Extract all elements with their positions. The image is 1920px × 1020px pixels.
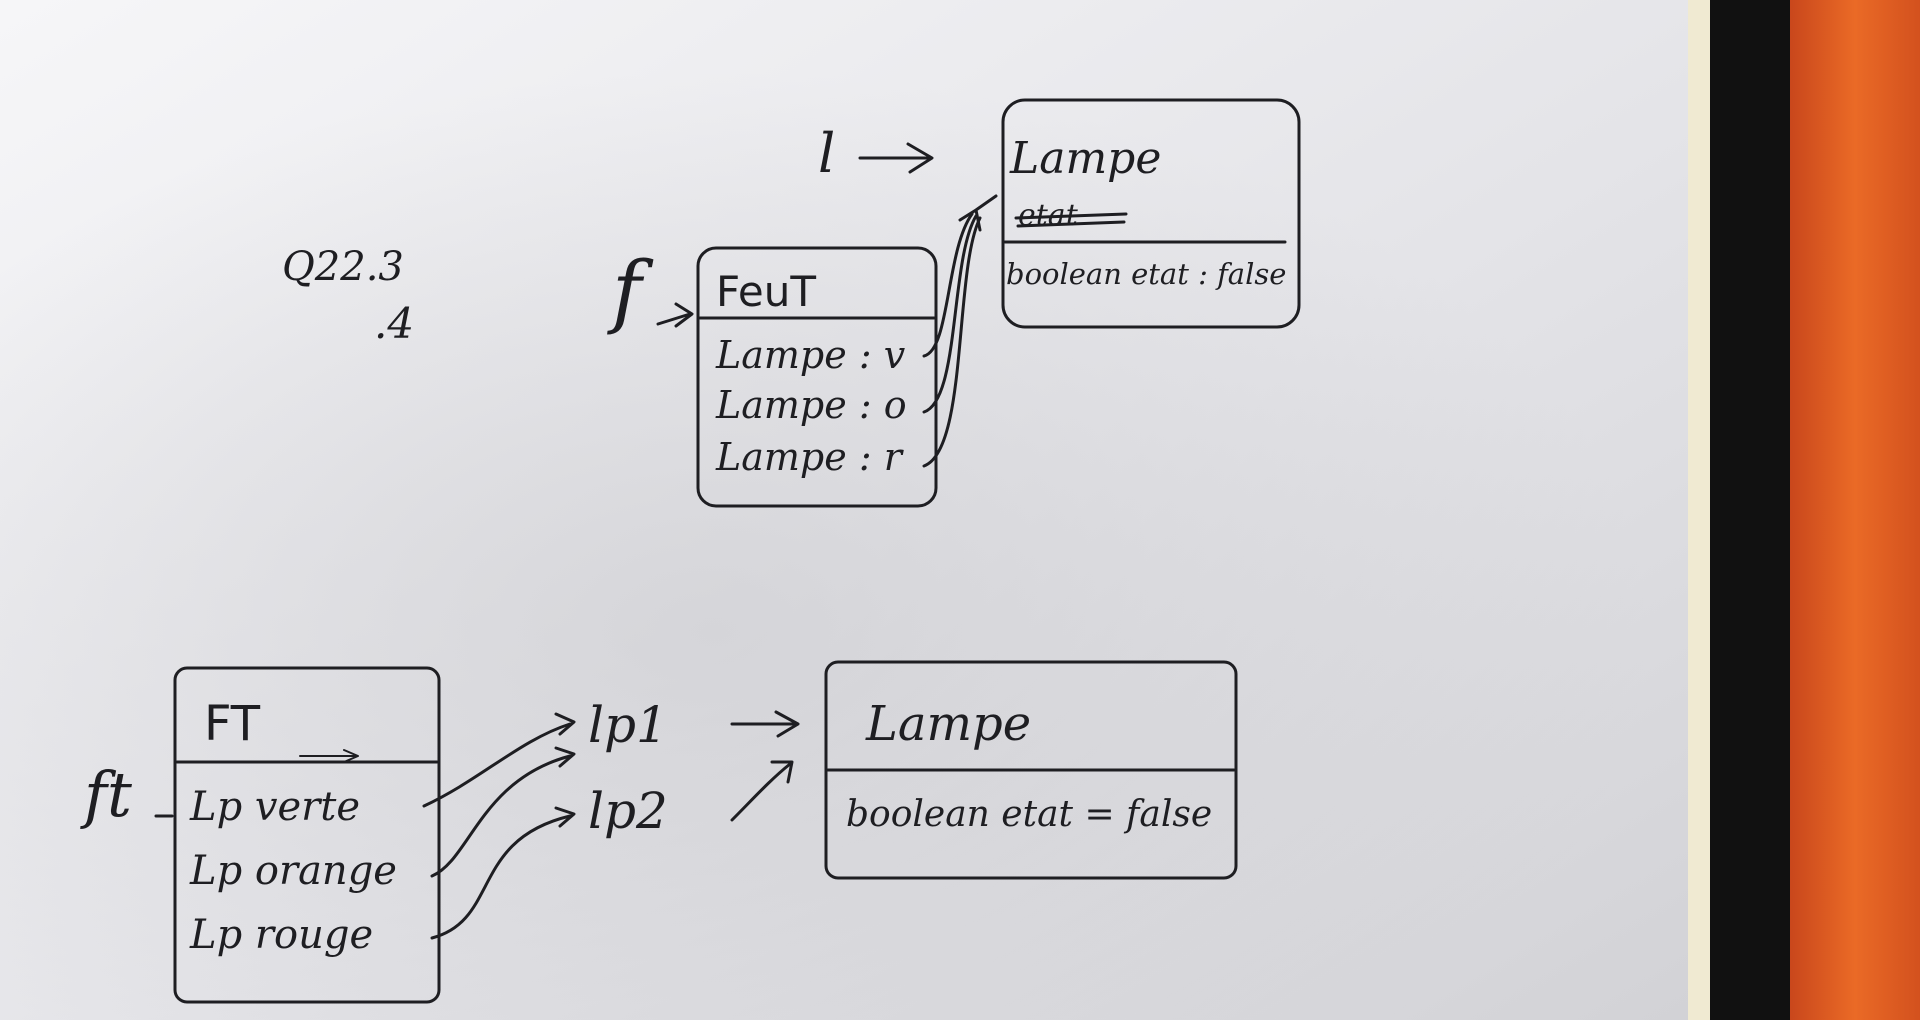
strike-through (1014, 212, 1128, 228)
link-r-to-lampe (922, 216, 982, 468)
feut-name: FeuT (716, 267, 816, 316)
link-orange-to-lp1 (430, 754, 572, 878)
orange-fabric (1790, 0, 1920, 1020)
link-v-to-lampe (922, 212, 974, 358)
bottom-lampe-name: Lampe (865, 696, 1031, 752)
paper-edge (1688, 0, 1710, 1020)
paper-shadow (0, 0, 1700, 1020)
ft-name-tick (299, 749, 359, 763)
arrow-lp1-to-lampe (730, 710, 800, 738)
ft-field-verte: Lp verte (189, 784, 360, 830)
ft-field-rouge: Lp rouge (189, 912, 373, 958)
bottom-lampe-box (824, 660, 1238, 880)
ft-field-orange: Lp orange (189, 848, 397, 894)
binder-strip (1710, 0, 1790, 1020)
link-rouge-to-lp2 (430, 814, 572, 940)
link-o-to-lampe (922, 214, 978, 414)
question-sub: .4 (374, 299, 414, 348)
feut-field-o: Lampe : o (715, 383, 907, 427)
feut-field-v: Lampe : v (715, 333, 906, 377)
top-lampe-name: Lampe (1009, 133, 1161, 184)
ft-box (173, 666, 441, 1004)
ft-links-arrowheads (554, 712, 576, 828)
var-l: l (818, 122, 835, 185)
top-lampe-box (1001, 98, 1301, 329)
link-verte-to-lp1 (422, 722, 572, 808)
feut-field-r: Lampe : r (715, 435, 905, 479)
arrow-f-to-feut (656, 302, 694, 328)
links-arrowhead (958, 194, 998, 232)
question-label: Q22.3 (282, 244, 404, 290)
ft-name: FT (204, 696, 261, 752)
ref-lp1: lp1 (588, 696, 668, 754)
bottom-lampe-field: boolean etat = false (846, 794, 1212, 835)
arrow-l-to-lampe (858, 142, 934, 174)
top-lampe-field: boolean etat : false (1006, 257, 1286, 291)
var-ft: ft (80, 758, 132, 831)
ref-lp2: lp2 (588, 782, 668, 840)
arrow-lp2-to-lampe (730, 760, 794, 822)
feut-box (696, 246, 938, 508)
